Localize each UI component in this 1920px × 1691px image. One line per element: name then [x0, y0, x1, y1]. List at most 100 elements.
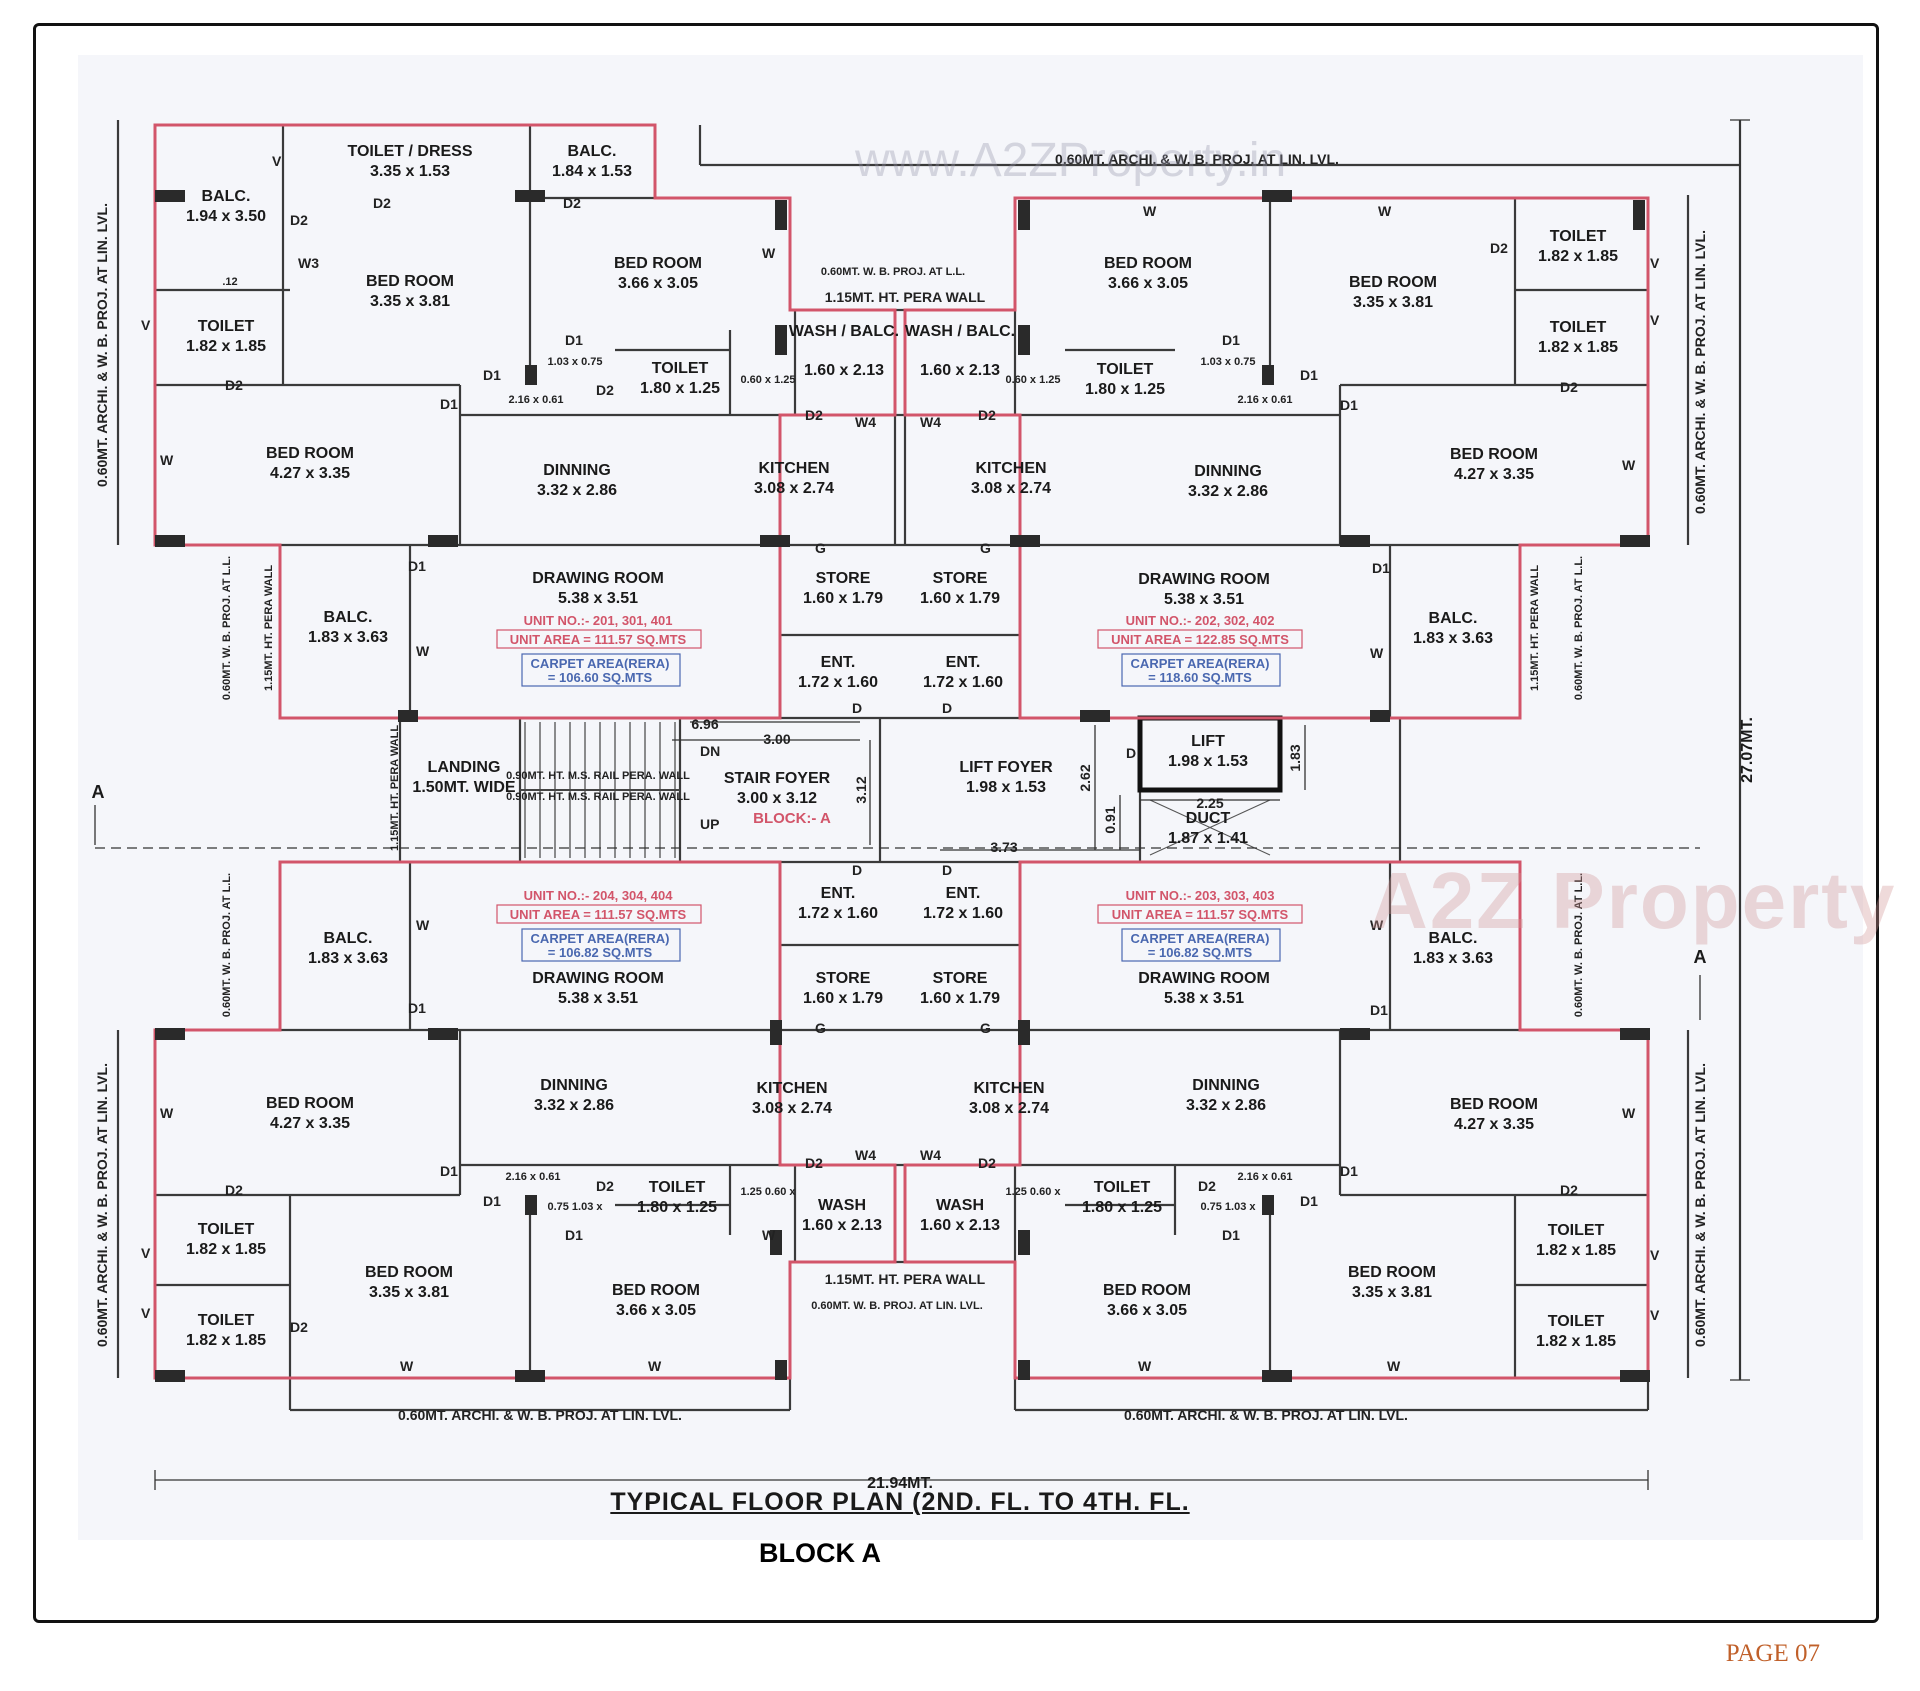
opening-mark: D	[852, 700, 862, 716]
room-name: STORE	[816, 570, 871, 587]
opening-mark: 1.03 x 0.75	[1200, 356, 1255, 368]
opening-mark: 2.16 x 0.61	[505, 1171, 560, 1183]
room-dim: 3.35 x 3.81	[1352, 1284, 1432, 1301]
opening-marks: D2 D2 D2 W3 W W V V D1 D1 D1 D2 W4 D2 W …	[141, 153, 1660, 1374]
room-dim: 3.35 x 3.81	[1353, 294, 1433, 311]
room-name: DINNING	[540, 1077, 608, 1094]
stair-down-label: DN	[700, 743, 720, 759]
room-dim: 3.66 x 3.05	[1107, 1302, 1187, 1319]
room-name: BALC.	[324, 930, 373, 947]
room-dim: 4.27 x 3.35	[1454, 466, 1534, 483]
room-dim: 1.72 x 1.60	[923, 674, 1003, 691]
room-name: BALC.	[324, 609, 373, 626]
projection-label: 0.60MT. ARCHI. & W. B. PROJ. AT LIN. LVL…	[1692, 1063, 1708, 1347]
opening-mark: D1	[408, 1000, 426, 1016]
block-tag: BLOCK:- A	[753, 810, 831, 827]
opening-mark: 0.75 1.03 x	[547, 1201, 603, 1213]
opening-mark: D1	[440, 1163, 458, 1179]
room-name: BED ROOM	[1450, 446, 1538, 463]
dimension-lines	[94, 119, 1750, 1490]
room-name: BALC.	[1429, 930, 1478, 947]
carpet-area-value: = 106.82 SQ.MTS	[548, 945, 653, 960]
room-dim: 1.72 x 1.60	[923, 905, 1003, 922]
projection-label: 0.60MT. W. B. PROJ. AT L.L.	[221, 556, 233, 700]
opening-mark: V	[141, 1245, 151, 1261]
page-number: PAGE 07	[1725, 1640, 1820, 1667]
room-name: DRAWING ROOM	[532, 970, 664, 987]
opening-mark: D2	[805, 407, 823, 423]
opening-mark: G	[980, 1020, 991, 1036]
pera-wall-label: 1.15MT. HT. PERA WALL	[389, 725, 401, 851]
opening-mark: D2	[225, 1182, 243, 1198]
opening-mark: D2	[290, 1319, 308, 1335]
opening-mark: 2.16 x 0.61	[1237, 394, 1292, 406]
room-name: BALC.	[1429, 610, 1478, 627]
opening-mark: V	[1650, 255, 1660, 271]
room-name: DRAWING ROOM	[532, 570, 664, 587]
room-name: TOILET	[1550, 228, 1607, 245]
opening-mark: 0.60 x 1.25	[1005, 374, 1060, 386]
room-dim: 1.83 x 3.63	[1413, 630, 1493, 647]
opening-mark: 1.25 0.60 x	[740, 1186, 796, 1198]
projection-label: 0.60MT. ARCHI. & W. B. PROJ. AT LIN. LVL…	[94, 203, 110, 487]
room-name: DRAWING ROOM	[1138, 571, 1270, 588]
room-name: TOILET	[1550, 319, 1607, 336]
opening-mark: V	[1650, 312, 1660, 328]
opening-mark: D2	[596, 1178, 614, 1194]
room-dim: 1.60 x 2.13	[802, 1217, 882, 1234]
pera-wall-label: 1.15MT. HT. PERA WALL	[825, 1271, 986, 1287]
room-dim: 3.08 x 2.74	[754, 480, 834, 497]
opening-mark: W4	[920, 1147, 941, 1163]
opening-mark: 2.16 x 0.61	[1237, 1171, 1292, 1183]
room-dim: 1.98 x 1.53	[966, 779, 1046, 796]
room-dim: 1.98 x 1.53	[1168, 753, 1248, 770]
watermark-url: www.A2ZProperty.in	[855, 134, 1287, 187]
room-dim: 1.60 x 2.13	[804, 362, 884, 379]
room-name: BED ROOM	[1349, 274, 1437, 291]
opening-mark: D1	[565, 1227, 583, 1243]
unit-number: UNIT NO.:- 203, 303, 403	[1126, 888, 1275, 903]
projection-label: 0.60MT. ARCHI. & W. B. PROJ. AT LIN. LVL…	[1692, 230, 1708, 514]
room-dim: 1.82 x 1.85	[186, 1241, 266, 1258]
opening-mark: 0.75 1.03 x	[1200, 1201, 1256, 1213]
room-dim: 3.35 x 3.81	[370, 293, 450, 310]
unit-boundaries	[153, 123, 1650, 1380]
section-marker: A	[92, 782, 105, 802]
opening-mark: D2	[1198, 1178, 1216, 1194]
room-dim: 5.38 x 3.51	[1164, 591, 1244, 608]
room-name: LIFT FOYER	[959, 759, 1053, 776]
room-name: BED ROOM	[612, 1282, 700, 1299]
opening-mark: 2.16 x 0.61	[508, 394, 563, 406]
opening-mark: D1	[1340, 397, 1358, 413]
opening-mark: .12	[222, 276, 237, 288]
opening-mark: W	[400, 1358, 414, 1374]
opening-mark: D2	[1490, 240, 1508, 256]
room-name: KITCHEN	[758, 460, 829, 477]
room-dim: 1.82 x 1.85	[1538, 248, 1618, 265]
opening-mark: W	[1622, 1105, 1636, 1121]
room-dim: 3.35 x 3.81	[369, 1284, 449, 1301]
room-dim: 3.08 x 2.74	[969, 1100, 1049, 1117]
room-dim: 1.60 x 2.13	[920, 362, 1000, 379]
dimension-value: 2.25	[1196, 795, 1223, 811]
room-name: KITCHEN	[973, 1080, 1044, 1097]
room-dim: 3.32 x 2.86	[1186, 1097, 1266, 1114]
room-dim: 3.08 x 2.74	[971, 480, 1051, 497]
room-name: DINNING	[1194, 463, 1262, 480]
projection-label: 0.60MT. ARCHI. & W. B. PROJ. AT LIN. LVL…	[94, 1063, 110, 1347]
room-name: BED ROOM	[266, 1095, 354, 1112]
opening-mark: W	[1370, 917, 1384, 933]
room-dim: 1.82 x 1.85	[186, 338, 266, 355]
dimension-value: 3.12	[853, 776, 869, 803]
room-name: STORE	[816, 970, 871, 987]
room-name: STORE	[933, 970, 988, 987]
opening-mark: D1	[408, 558, 426, 574]
room-name: BALC.	[568, 143, 617, 160]
opening-mark: D1	[483, 367, 501, 383]
opening-mark: G	[815, 540, 826, 556]
room-dim: 3.66 x 3.05	[1108, 275, 1188, 292]
room-dim: 4.27 x 3.35	[1454, 1116, 1534, 1133]
opening-mark: W	[1370, 645, 1384, 661]
unit-area: UNIT AREA = 111.57 SQ.MTS	[510, 907, 687, 922]
room-dim: 1.80 x 1.25	[1085, 381, 1165, 398]
